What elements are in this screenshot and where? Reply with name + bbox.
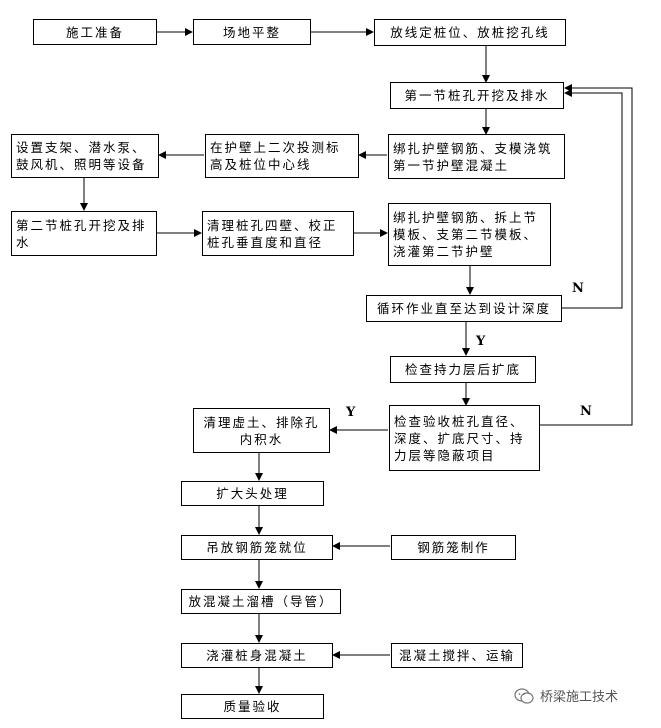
step-second-section-excavation: 第二节桩孔开挖及排水 [11, 211, 157, 256]
step-inspection-acceptance: 检查验收桩孔直径、深度、扩底尺寸、持力层等隐蔽项目 [389, 405, 540, 471]
step-install-equipment: 设置支架、潜水泵、鼓风机、照明等设备 [11, 134, 159, 178]
label-n-inspection: N [580, 404, 592, 419]
step-first-section-excavation: 第一节桩孔开挖及排水 [390, 82, 564, 109]
step-enlarged-head: 扩大头处理 [181, 481, 324, 506]
step-second-survey: 在护壁上二次投测标高及桩位中心线 [205, 134, 359, 178]
step-pour-pile-concrete: 浇灌桩身混凝土 [181, 643, 333, 668]
step-cycle-to-design-depth: 循环作业直至达到设计深度 [366, 295, 562, 322]
loop-n2 [540, 84, 633, 426]
step-concrete-chute: 放混凝土溜槽（导管） [181, 589, 341, 614]
wechat-icon [514, 687, 534, 704]
step-second-wall-formwork: 绑扎护壁钢筋、拆上节模板、支第二节模板、浇灌第二节护壁 [388, 203, 551, 266]
step-first-wall-rebar-pour: 绑扎护壁钢筋、支模浇筑第一节护壁混凝土 [388, 134, 565, 179]
step-layout-pile-position: 放线定桩位、放桩挖孔线 [374, 19, 566, 46]
step-rebar-cage-fabrication: 钢筋笼制作 [391, 535, 516, 560]
label-y-cycle: Y [476, 334, 486, 349]
step-construction-prep: 施工准备 [33, 19, 157, 45]
label-y-inspection: Y [346, 405, 356, 420]
step-clear-soil-water: 清理虚土、排除孔内积水 [193, 408, 330, 453]
step-site-leveling: 场地平整 [193, 19, 311, 45]
label-n-cycle: N [572, 281, 584, 296]
watermark: 桥梁施工技术 [514, 686, 618, 705]
step-quality-acceptance: 质量验收 [181, 694, 324, 719]
step-concrete-mixing: 混凝土搅拌、运输 [391, 643, 523, 668]
loop-n1 [562, 89, 623, 309]
step-check-bearing-layer: 检查持力层后扩底 [390, 356, 536, 383]
step-clean-and-correct: 清理桩孔四壁、校正桩孔垂直度和直径 [202, 211, 354, 256]
watermark-text: 桥梁施工技术 [540, 690, 619, 705]
step-place-rebar-cage: 吊放钢筋笼就位 [181, 535, 333, 560]
